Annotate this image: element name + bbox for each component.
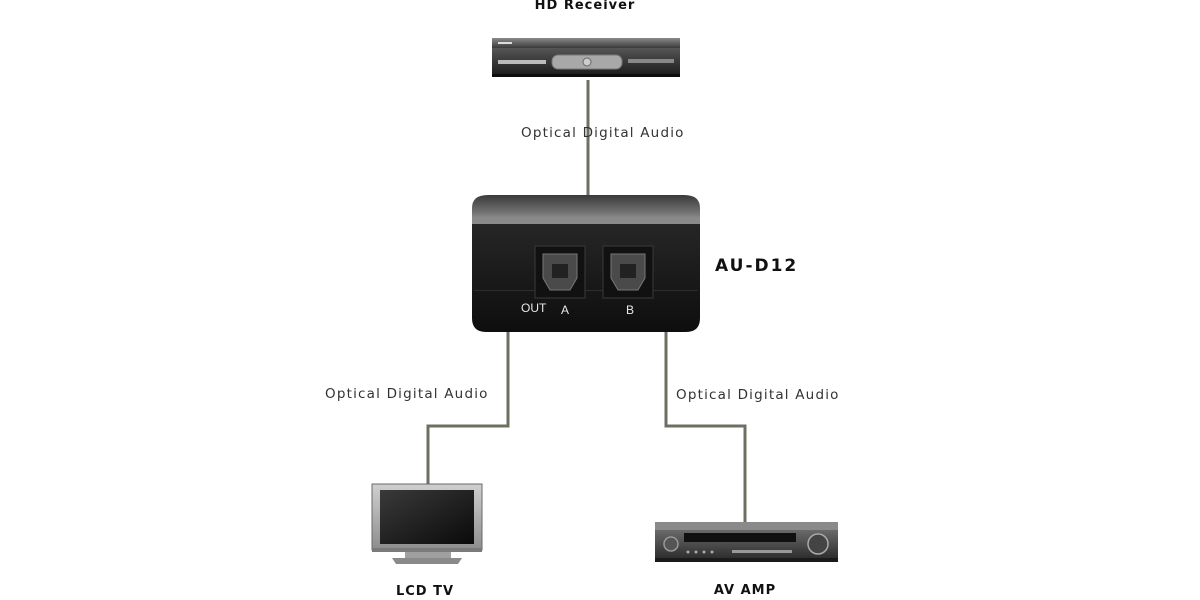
tv-label: LCD TV: [395, 584, 455, 599]
port-label-b: B: [626, 303, 635, 317]
receiver-label: HD Receiver: [534, 0, 636, 13]
port-label-out: OUT: [521, 301, 547, 315]
port-label-a: A: [561, 303, 570, 317]
cable-label-receiver-splitter: Optical Digital Audio: [521, 125, 685, 141]
cable-label-splitter-tv: Optical Digital Audio: [325, 386, 489, 402]
cable-splitter-to-tv: [426, 330, 510, 488]
cable-splitter-to-amp: [664, 330, 747, 526]
amp-label: AV AMP: [713, 583, 777, 598]
cable-label-splitter-amp: Optical Digital Audio: [676, 387, 840, 403]
splitter-label: AU-D12: [715, 256, 799, 276]
